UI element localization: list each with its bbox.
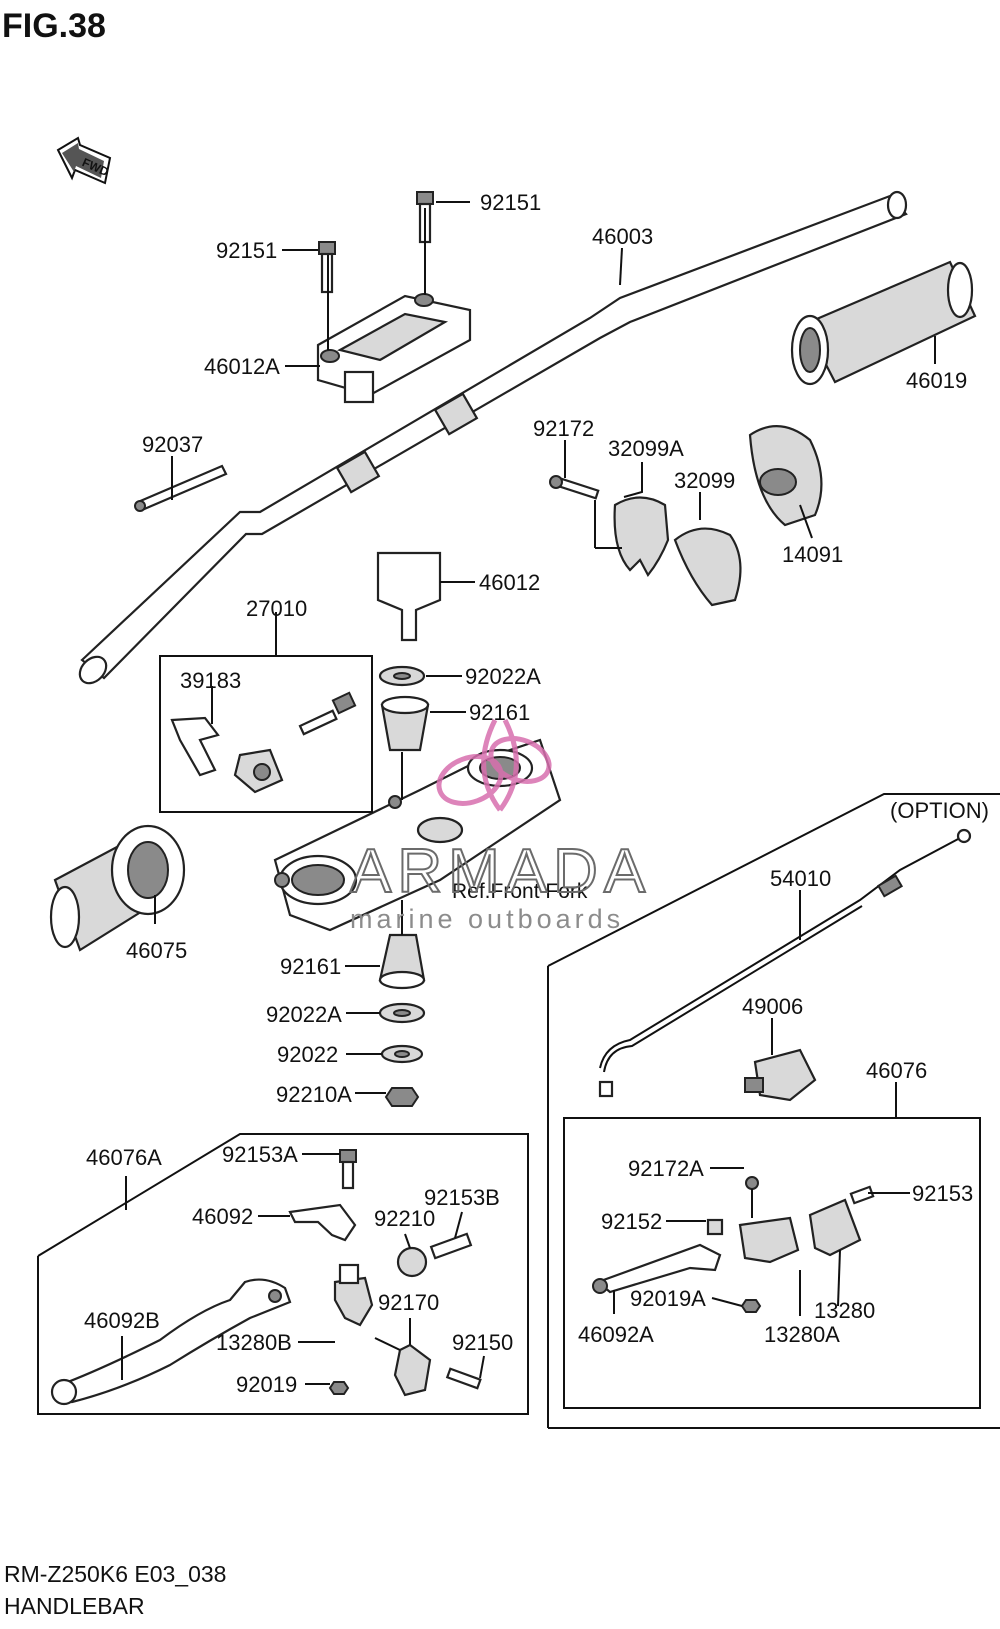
label-46019: 46019 [906,368,967,393]
label-92161-top: 92161 [469,700,530,725]
adjuster-92210 [396,1232,473,1278]
washer-92022A-top [378,665,426,687]
option-label: (OPTION) [890,798,989,823]
box-46076 [563,1117,981,1409]
label-92152: 92152 [601,1209,662,1234]
option-lever-assembly [592,1176,875,1313]
label-92022: 92022 [277,1042,338,1067]
watermark-tagline: marine outboards [350,904,624,934]
perch-13280B [288,1149,374,1327]
box-46076A [37,1133,529,1415]
label-92210: 92210 [374,1206,435,1231]
label-92153B: 92153B [424,1185,500,1210]
lever-46092B [50,1278,292,1406]
label-54010: 54010 [770,866,831,891]
throttle-cover-14091 [748,425,823,527]
grip-46019 [790,260,977,386]
ref-front-fork-note: Ref.Front Fork [452,880,588,903]
watermark-brand: ARMADA [350,837,651,906]
housing-32099 [673,527,742,607]
label-92170: 92170 [378,1290,439,1315]
leader-lines [121,201,936,1385]
washer-92022 [380,1044,424,1064]
label-92172: 92172 [533,416,594,441]
clamp-92170 [328,1337,482,1397]
cable-54010 [598,828,972,1098]
label-27010: 27010 [246,596,307,621]
upper-clamp-46012A [316,293,472,404]
label-92019: 92019 [236,1372,297,1397]
lower-clamp-46012 [376,551,442,642]
label-14091: 14091 [782,542,843,567]
label-32099A: 32099A [608,436,684,461]
label-46003: 46003 [592,224,653,249]
footer-code: RM-Z250K6 E03_038 [4,1561,226,1587]
washer-92022A-bottom [378,1002,426,1024]
label-46092A: 46092A [578,1322,654,1347]
label-92153A: 92153A [222,1142,298,1167]
rubber-92161-top [380,695,430,752]
nut-92210A [384,1087,420,1107]
box-27010 [159,655,373,813]
label-92022A-bottom: 92022A [266,1002,342,1027]
label-92153: 92153 [912,1181,973,1206]
screw-92172 [549,475,600,500]
label-92037: 92037 [142,432,203,457]
label-46092: 46092 [192,1204,253,1229]
label-46092B: 46092B [84,1308,160,1333]
label-92150: 92150 [452,1330,513,1355]
switch-39183 [170,691,357,794]
grip-46075 [49,824,186,952]
label-13280A: 13280A [764,1322,840,1347]
footer-name: HANDLEBAR [4,1593,145,1619]
label-46076A: 46076A [86,1145,162,1170]
rubber-92161-bottom [378,933,426,990]
label-39183: 39183 [180,668,241,693]
figure-title: FIG.38 [2,7,106,45]
label-46075: 46075 [126,938,187,963]
label-92022A-top: 92022A [465,664,541,689]
label-92151-left: 92151 [216,238,277,263]
housing-32099A [613,496,670,577]
label-92161-bottom: 92161 [280,954,341,979]
label-92210A: 92210A [276,1082,352,1107]
label-46012: 46012 [479,570,540,595]
option-border-top [547,793,1000,967]
watermark: ARMADA marine outboards [349,718,651,934]
clip-92037 [134,464,228,512]
label-46012A: 46012A [204,354,280,379]
label-49006: 49006 [742,994,803,1019]
label-32099: 32099 [674,468,735,493]
label-92151-right: 92151 [480,190,541,215]
perch-49006 [744,1048,817,1102]
label-13280B: 13280B [216,1330,292,1355]
label-46076: 46076 [866,1058,927,1083]
fwd-arrow-icon: FWD [56,136,112,185]
label-13280: 13280 [814,1298,875,1323]
label-92172A: 92172A [628,1156,704,1181]
watermark-logo-icon [436,718,552,812]
handlebar-46003 [78,190,908,685]
label-92019A: 92019A [630,1286,706,1311]
